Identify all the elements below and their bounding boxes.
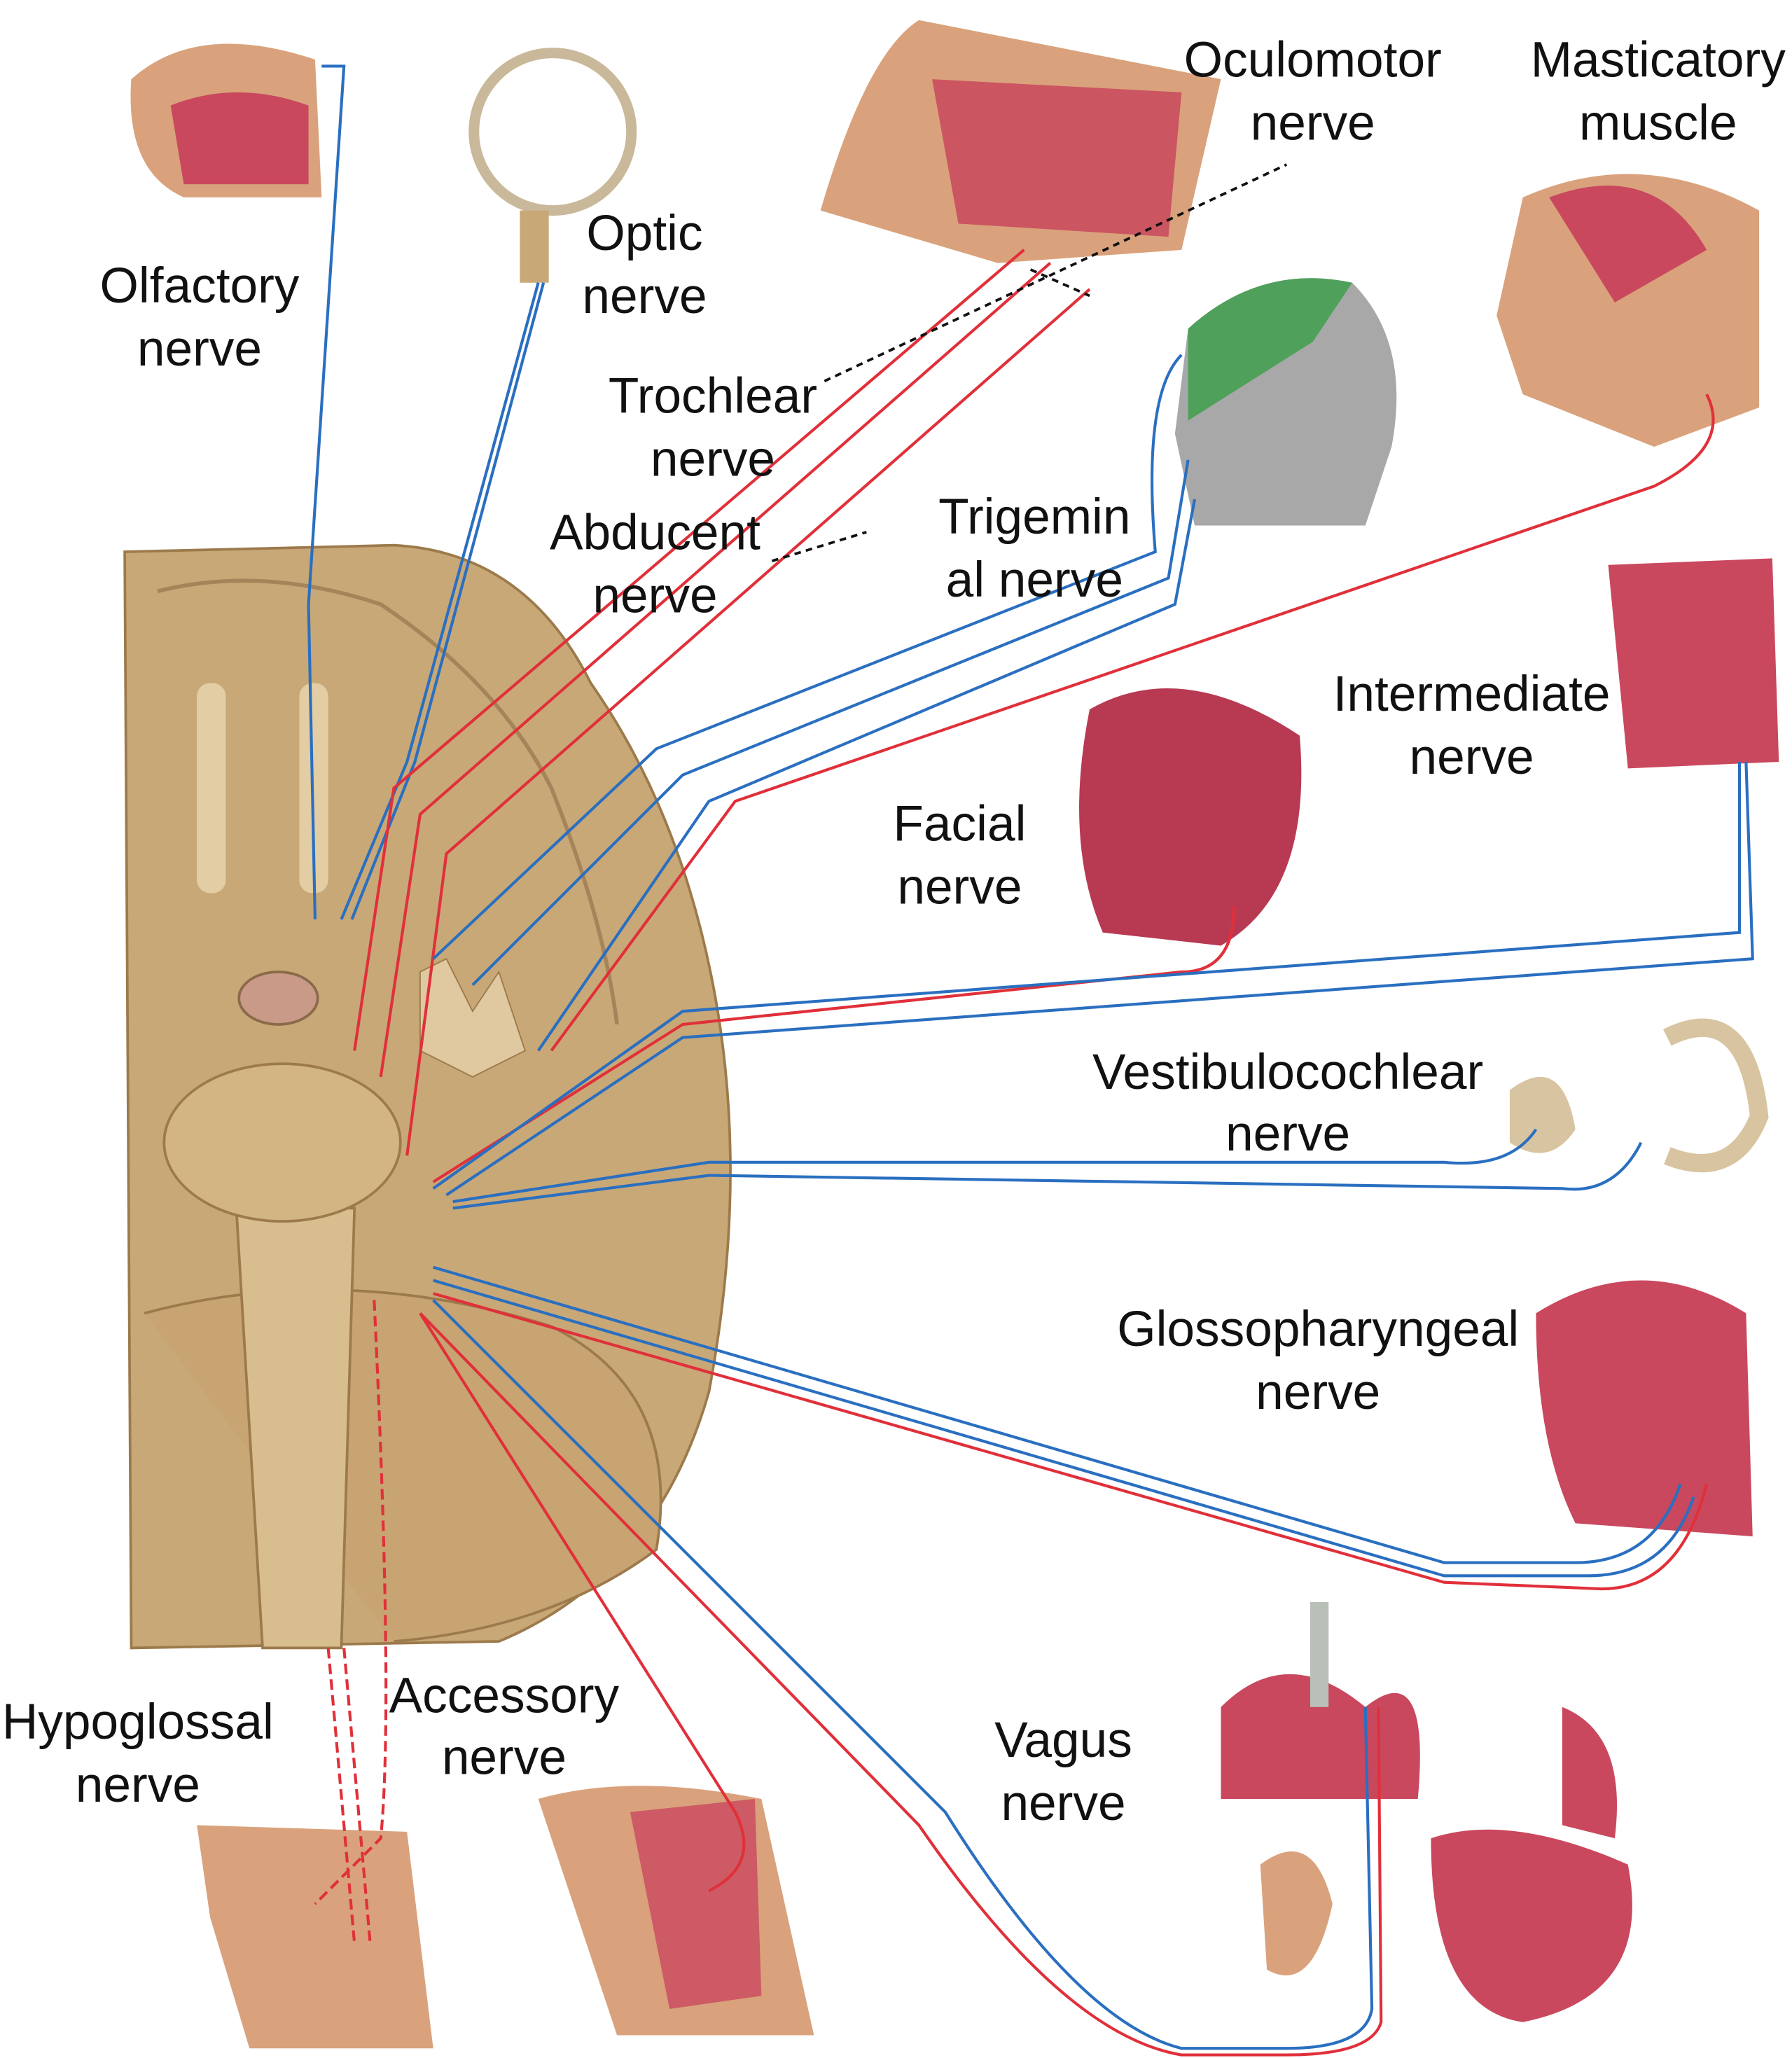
intermediate-label-1: Intermediate xyxy=(1333,667,1611,722)
olfactory-path xyxy=(307,64,346,920)
olfactory-label-2: nerve xyxy=(137,321,262,377)
facial-muscles-illustration xyxy=(1079,688,1302,946)
vestibulocochlear-label-2: nerve xyxy=(1225,1106,1350,1162)
vagus-label-1: Vagus xyxy=(994,1713,1132,1768)
vestibulocochlear-label-1: Vestibulocochlear xyxy=(1092,1045,1483,1100)
abducent-label-2: nerve xyxy=(592,568,717,623)
trigeminal-path xyxy=(432,354,1197,1052)
trigeminal-label-1: Trigemin xyxy=(938,489,1130,545)
trochlear-label-2: nerve xyxy=(651,431,775,487)
labels: Olfactory nerve Optic nerve Oculomotor n… xyxy=(2,32,1786,1831)
intestines-illustration xyxy=(1431,1829,1632,2022)
facial-label-1: Facial xyxy=(893,796,1026,851)
accessory-label-2: nerve xyxy=(442,1730,567,1785)
vagus-path-motor xyxy=(419,1312,1383,2057)
glossopharyngeal-label-2: nerve xyxy=(1256,1365,1380,1420)
leader-lines xyxy=(771,163,1288,562)
ophthalmic-zone xyxy=(1188,278,1352,421)
oculomotor-label-2: nerve xyxy=(1251,95,1375,151)
olfactory-label-1: Olfactory xyxy=(99,258,299,314)
trochlear-label-1: Trochlear xyxy=(609,368,817,424)
intermediate-label-2: nerve xyxy=(1409,730,1534,785)
eye-motor-paths xyxy=(353,249,1091,1156)
glossopharyngeal-path-sensory xyxy=(433,1265,1695,1578)
oral-cavity-illustration xyxy=(1536,1280,1753,1537)
glossopharyngeal-label-1: Glossopharyngeal xyxy=(1117,1302,1519,1357)
ear-illustration xyxy=(1260,1851,1333,1976)
trachea xyxy=(1310,1601,1329,1707)
facial-label-2: nerve xyxy=(897,859,1022,915)
abducent-label-1: Abducent xyxy=(550,505,760,560)
optic-stalk xyxy=(520,210,549,283)
lungs-illustration xyxy=(1221,1674,1420,1800)
masticatory-label-2: muscle xyxy=(1579,95,1737,151)
nasal-mucosa xyxy=(170,92,309,185)
accessory-path xyxy=(419,1312,746,1893)
hypoglossal-label-2: nerve xyxy=(76,1758,200,1813)
masticatory-path xyxy=(550,394,1715,1052)
cochlea-illustration xyxy=(1509,1076,1576,1153)
optic-label-2: nerve xyxy=(582,269,707,324)
optic-label-1: Optic xyxy=(586,206,702,261)
tongue-illustration xyxy=(197,1825,433,2049)
stomach xyxy=(1562,1706,1618,1839)
trapezius-muscle xyxy=(630,1799,762,2009)
oculomotor-label-1: Oculomotor xyxy=(1184,32,1442,88)
semicircular-canals xyxy=(1663,1018,1769,1173)
hypoglossal-label-1: Hypoglossal xyxy=(2,1695,274,1750)
eye-muscles xyxy=(932,79,1182,237)
vestibulocochlear-path xyxy=(452,1128,1643,1210)
vagus-path-sensory xyxy=(432,1299,1374,2050)
eye-illustration xyxy=(468,48,637,216)
vagus-label-2: nerve xyxy=(1001,1776,1125,1831)
masticatory-label-1: Masticatory xyxy=(1531,32,1786,88)
facial-path xyxy=(432,906,1236,1183)
trigeminal-label-2: al nerve xyxy=(946,552,1123,608)
nasopharynx-illustration xyxy=(1608,558,1779,769)
glossopharyngeal-path-motor xyxy=(433,1292,1709,1591)
temporalis-muscle xyxy=(1549,185,1707,303)
accessory-label-1: Accessory xyxy=(389,1668,620,1723)
hypoglossal-path xyxy=(314,1300,388,1944)
optic-path xyxy=(340,282,546,920)
nerve-pathways xyxy=(307,64,1754,2057)
intermediate-path xyxy=(432,761,1754,1197)
